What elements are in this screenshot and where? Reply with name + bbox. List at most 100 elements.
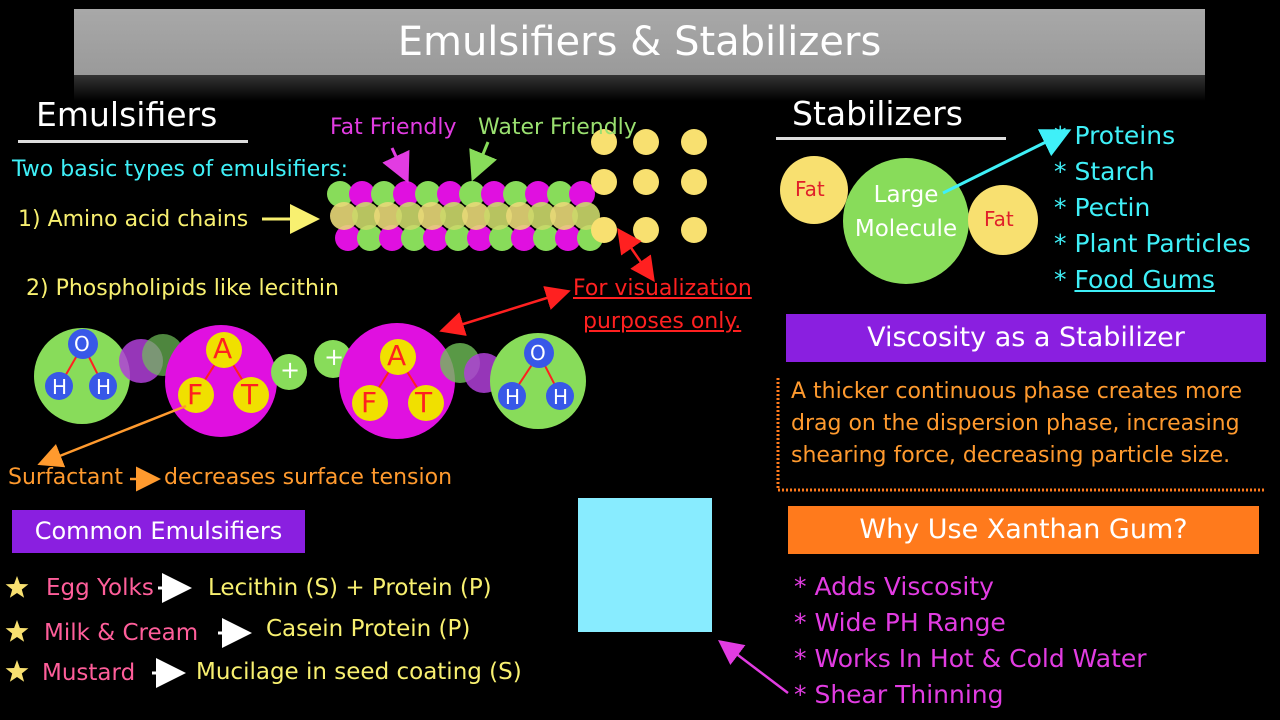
chain-bead	[327, 181, 353, 207]
surfactant-label: Surfactant	[8, 465, 123, 490]
type2-text: 2) Phospholipids like lecithin	[26, 276, 339, 301]
common-emulsifiers-title: Common Emulsifiers	[12, 510, 305, 553]
viscosity-title: Viscosity as a Stabilizer	[786, 314, 1266, 362]
chain-core-bead	[418, 202, 446, 230]
xanthan-item: * Adds Viscosity	[794, 572, 994, 601]
milk-cream-desc: Casein Protein (P)	[266, 616, 471, 642]
chain-bead	[357, 225, 383, 251]
fat-droplets-grid	[591, 129, 707, 243]
xanthan-item: * Wide PH Range	[794, 608, 1006, 637]
slide-title: Emulsifiers & Stabilizers	[74, 9, 1205, 75]
chain-core-bead	[440, 202, 468, 230]
water-friendly-label: Water Friendly	[478, 115, 637, 140]
hydrogen-label: H	[52, 375, 68, 399]
chain-bead	[459, 181, 485, 207]
mustard-name: Mustard	[42, 660, 136, 686]
amino-acid-chain	[327, 181, 603, 251]
chain-bead	[481, 181, 507, 207]
chain-bead	[379, 225, 405, 251]
stabilizer-item: * Proteins	[1054, 121, 1176, 150]
chain-bead	[423, 225, 449, 251]
visualization-note-line1: For visualization	[573, 276, 752, 301]
stabilizer-molecules	[780, 156, 1038, 284]
chain-core-bead	[330, 202, 358, 230]
shear-thinning-arrow	[718, 639, 789, 694]
plus-label: +	[280, 356, 301, 384]
viscosity-line: drag on the dispersion phase, increasing	[791, 411, 1240, 436]
chain-bead	[467, 225, 493, 251]
chain-core-bead	[352, 202, 380, 230]
chain-bead	[503, 181, 529, 207]
f-label: F	[187, 378, 204, 411]
food-gums-prefix: *	[1054, 265, 1075, 294]
chain-bead	[555, 225, 581, 251]
viscosity-border	[776, 378, 1265, 492]
stabilizer-item-food-gums: * Food Gums	[1054, 265, 1215, 294]
chain-core-bead	[572, 202, 600, 230]
chain-core-bead	[396, 202, 424, 230]
t-label: T	[415, 386, 433, 419]
xanthan-item: * Shear Thinning	[794, 680, 1004, 709]
stabilizers-heading: Stabilizers	[792, 94, 963, 133]
fat-friendly-label: Fat Friendly	[330, 115, 457, 140]
milk-cream-name: Milk & Cream	[44, 620, 199, 646]
chain-bead	[349, 181, 375, 207]
chain-bead	[525, 181, 551, 207]
chain-bead	[445, 225, 471, 251]
t-label: T	[241, 378, 259, 411]
chain-core-bead	[484, 202, 512, 230]
star-icon	[5, 576, 29, 598]
title-reflection	[74, 75, 1205, 101]
surfactant-pointer-arrow	[37, 404, 187, 468]
viscosity-line: A thicker continuous phase creates more	[791, 379, 1242, 404]
hydrogen-label: H	[96, 375, 112, 399]
chain-bead	[511, 225, 537, 251]
large-molecule-line1: Large	[873, 182, 939, 208]
chain-bead	[489, 225, 515, 251]
mustard-desc: Mucilage in seed coating (S)	[196, 659, 522, 685]
chain-core-bead	[550, 202, 578, 230]
emulsifiers-heading: Emulsifiers	[36, 95, 218, 134]
chain-bead	[547, 181, 573, 207]
chain-bead	[415, 181, 441, 207]
type1-text: 1) Amino acid chains	[18, 207, 249, 232]
proteins-arrow	[942, 129, 1072, 195]
star-icon	[5, 660, 29, 682]
egg-yolks-desc: Lecithin (S) + Protein (P)	[208, 575, 492, 601]
chain-bead	[401, 225, 427, 251]
hydrogen-label: H	[553, 385, 569, 409]
stabilizer-item: * Plant Particles	[1054, 229, 1251, 258]
stabilizer-item: * Pectin	[1054, 193, 1151, 222]
star-icons	[5, 576, 29, 682]
viscosity-line: shearing force, decreasing particle size…	[791, 443, 1231, 468]
fat-label-left: Fat	[795, 177, 825, 201]
oxygen-label: O	[74, 332, 90, 356]
phospholipid-molecule	[34, 323, 586, 439]
chain-core-bead	[462, 202, 490, 230]
hydrogen-label: H	[505, 385, 521, 409]
stabilizer-item: * Starch	[1054, 157, 1155, 186]
fat-label-right: Fat	[984, 207, 1014, 231]
visualization-note-line2: purposes only.	[583, 309, 742, 334]
a-label: A	[213, 332, 233, 365]
chain-core-bead	[506, 202, 534, 230]
chain-core-bead	[528, 202, 556, 230]
chain-bead	[569, 181, 595, 207]
plus-label: +	[324, 343, 345, 371]
xanthan-item: * Works In Hot & Cold Water	[794, 644, 1147, 673]
surfactant-description: decreases surface tension	[164, 465, 453, 490]
chain-core-bead	[374, 202, 402, 230]
a-label: A	[387, 339, 407, 372]
fat-friendly-arrow	[382, 147, 410, 184]
chain-bead	[437, 181, 463, 207]
oxygen-label: O	[530, 341, 546, 365]
visualization-arrow-bottom	[439, 286, 571, 336]
two-types-text: Two basic types of emulsifiers:	[12, 157, 349, 182]
large-molecule-line2: Molecule	[854, 216, 958, 242]
visualization-arrow-top	[617, 227, 655, 283]
chain-bead	[393, 181, 419, 207]
food-gums-link[interactable]: Food Gums	[1074, 265, 1215, 294]
xanthan-title: Why Use Xanthan Gum?	[788, 506, 1259, 554]
water-friendly-arrow	[469, 141, 498, 182]
